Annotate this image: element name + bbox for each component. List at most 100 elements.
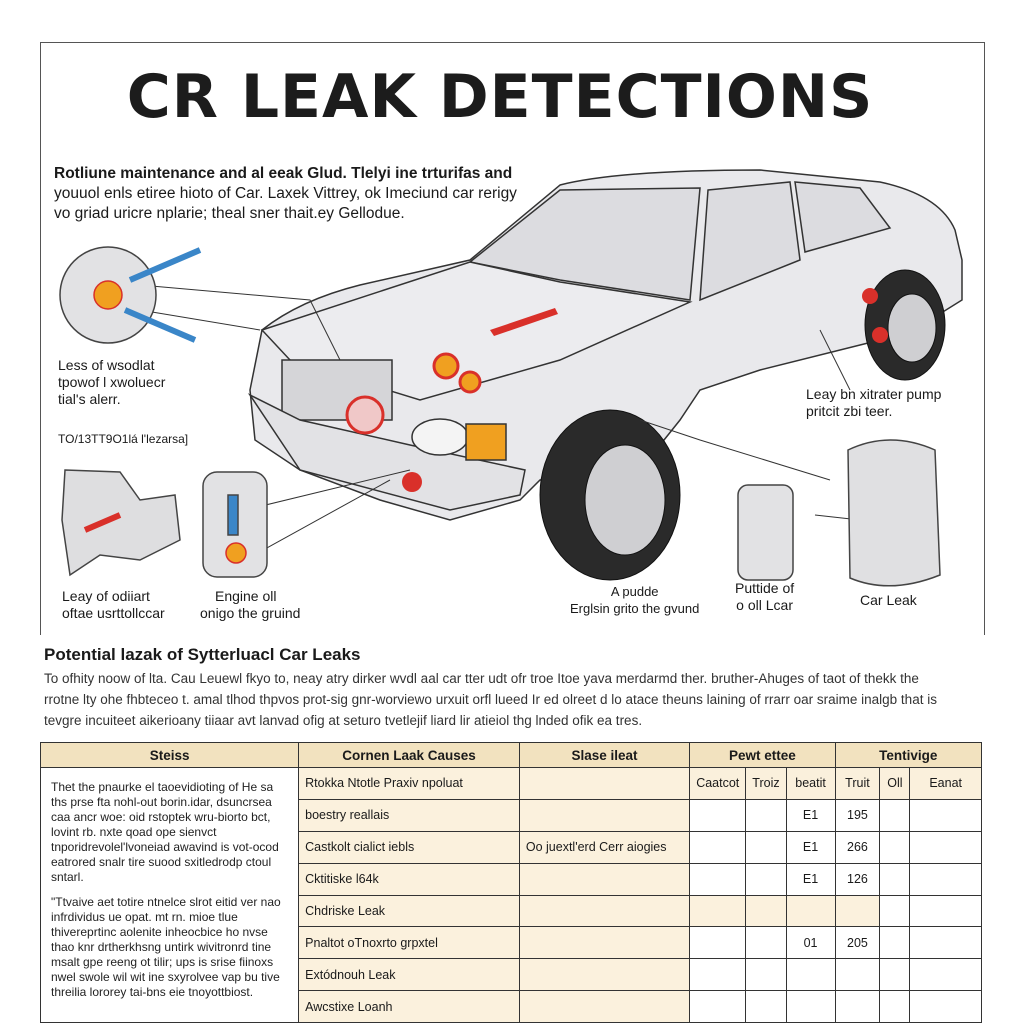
pewt-cell [785, 958, 836, 992]
tentivige-cell [909, 926, 982, 960]
label-line: Leay bn xitrater pump [806, 386, 942, 402]
tentivige-cell [909, 990, 982, 1023]
label-line: Puttide of [735, 580, 795, 596]
label-line: onigo the gruind [200, 605, 301, 621]
pewt-cell [689, 894, 747, 928]
leak-marker [458, 370, 482, 394]
pewt-cell [745, 862, 787, 896]
slase-cell [518, 958, 691, 992]
hose-icon [128, 247, 202, 283]
slase-cell [518, 798, 691, 832]
steiss-paragraph: Thet the pnaurke el taoevidioting of He … [51, 780, 279, 884]
windshield [468, 187, 701, 301]
label-engine-oil: Engine oll onigo the gruind [200, 588, 300, 622]
label-puttide: Puttide of o oll Lcar [735, 580, 794, 614]
tentivige-cell [879, 926, 911, 960]
intro-line: Rotliune maintenance and al eeak Glud. T… [54, 165, 513, 182]
tentivige-cell [879, 894, 911, 928]
table-subheader-row: Thet the pnaurke el taoevidioting of He … [39, 767, 982, 1023]
tentivige-cell: 126 [834, 862, 881, 896]
tentivige-cell [879, 830, 911, 864]
illustration-frame [40, 42, 985, 635]
tentivige-cell [879, 862, 911, 896]
header-slase: Slase ileat [518, 742, 691, 768]
pewt-cell: 01 [785, 926, 836, 960]
tentivige-cell [879, 798, 911, 832]
intro-line: vo griad uricre nplarie; theal sner thai… [54, 205, 405, 222]
label-line: A pudde [610, 584, 659, 599]
cause-cell: Pnaltot oTnoxrto grpxtel [298, 926, 520, 960]
tentivige-cell [909, 798, 982, 832]
bumper [247, 393, 526, 511]
tentivige-cell [909, 830, 982, 864]
pewt-cell [785, 894, 836, 928]
intro-text: Rotliune maintenance and al eeak Glud. T… [54, 164, 554, 224]
label-line: Erglsin grito the gvund [570, 601, 700, 616]
cause-cell: Awcstixe Loanh [298, 990, 520, 1023]
leak-marker [872, 327, 888, 343]
tentivige-cell: 195 [834, 798, 881, 832]
puddle-filter-part [737, 484, 794, 581]
subheader-cell: Troiz [745, 767, 787, 800]
label-coolant: Less of wsodlat tpowof l xwoluecr tial's… [58, 357, 165, 408]
page-title: CR LEAK DETECTIONS [126, 62, 874, 132]
slase-cell [518, 767, 691, 800]
pewt-cell [689, 830, 747, 864]
subheader-cell: Truit [834, 767, 881, 800]
pewt-cell [745, 958, 787, 992]
tentivige-cell [834, 894, 881, 928]
turn-signal [465, 423, 507, 461]
tentivige-cell [879, 990, 911, 1023]
label-water-pump: Leay bn xitrater pump pritcit zbi teer. [806, 386, 941, 420]
pewt-cell [745, 894, 787, 928]
table-row: Awcstixe Loanh [41, 990, 982, 1023]
pewt-cell [689, 958, 747, 992]
pewt-cell [689, 862, 747, 896]
table-header-row: Steiss Cornen Laak Causes Slase ileat Pe… [39, 742, 983, 768]
pewt-cell [745, 798, 787, 832]
label-line: Leay of odiiart [62, 588, 150, 604]
tentivige-cell [834, 958, 881, 992]
label-line: Less of wsodlat [58, 357, 155, 373]
slase-cell: Oo juextl'erd Cerr aiogies [518, 830, 691, 864]
label-line: pritcit zbi teer. [806, 403, 893, 419]
pewt-cell: E1 [785, 798, 836, 832]
pewt-cell [689, 926, 747, 960]
car-illustration [59, 169, 963, 587]
cause-cell: boestry reallais [298, 798, 520, 832]
tentivige-cell [834, 990, 881, 1023]
header-steiss: Steiss [39, 742, 300, 768]
label-puddle: A pudde Erglsin grito the gvund [570, 583, 699, 617]
pewt-cell [745, 830, 787, 864]
pewt-cell [785, 990, 836, 1023]
tentivige-cell: 266 [834, 830, 881, 864]
tentivige-cell [879, 958, 911, 992]
header-pewt: Pewt ettee [689, 742, 836, 768]
paragraph-line: rrotne lty ohe fhbteceo t. amal tlhod th… [44, 692, 937, 707]
label-line: tial's alerr. [58, 391, 121, 407]
headlight [411, 418, 469, 456]
section-paragraph: To ofhity noow of lta. Cau Leuewl fkyo t… [44, 668, 984, 731]
leak-marker [862, 288, 878, 304]
cause-cell: Cktitiske l64k [298, 862, 520, 896]
label-line: oftae usrttollccar [62, 605, 165, 621]
steiss-description: Thet the pnaurke el taoevidioting of He … [39, 767, 300, 1023]
table-row: Extódnouh Leak [41, 958, 982, 992]
label-transmission: Leay of odiiart oftae usrttollccar [62, 588, 165, 622]
pewt-cell: E1 [785, 862, 836, 896]
section-heading: Potential lazak of Sytterluacl Car Leaks [44, 645, 361, 664]
tentivige-cell [909, 862, 982, 896]
slase-cell [518, 926, 691, 960]
pewt-cell [745, 990, 787, 1023]
cause-cell: Extódnouh Leak [298, 958, 520, 992]
slase-cell [518, 990, 691, 1023]
side-window [699, 181, 801, 302]
slase-cell [518, 894, 691, 928]
header-tentivige: Tentivige [834, 742, 983, 768]
cause-cell: Rtokka Ntotle Praxiv npoluat [298, 767, 520, 800]
slase-cell [518, 862, 691, 896]
pewt-cell: E1 [785, 830, 836, 864]
label-car-leak: Car Leak [860, 592, 917, 608]
